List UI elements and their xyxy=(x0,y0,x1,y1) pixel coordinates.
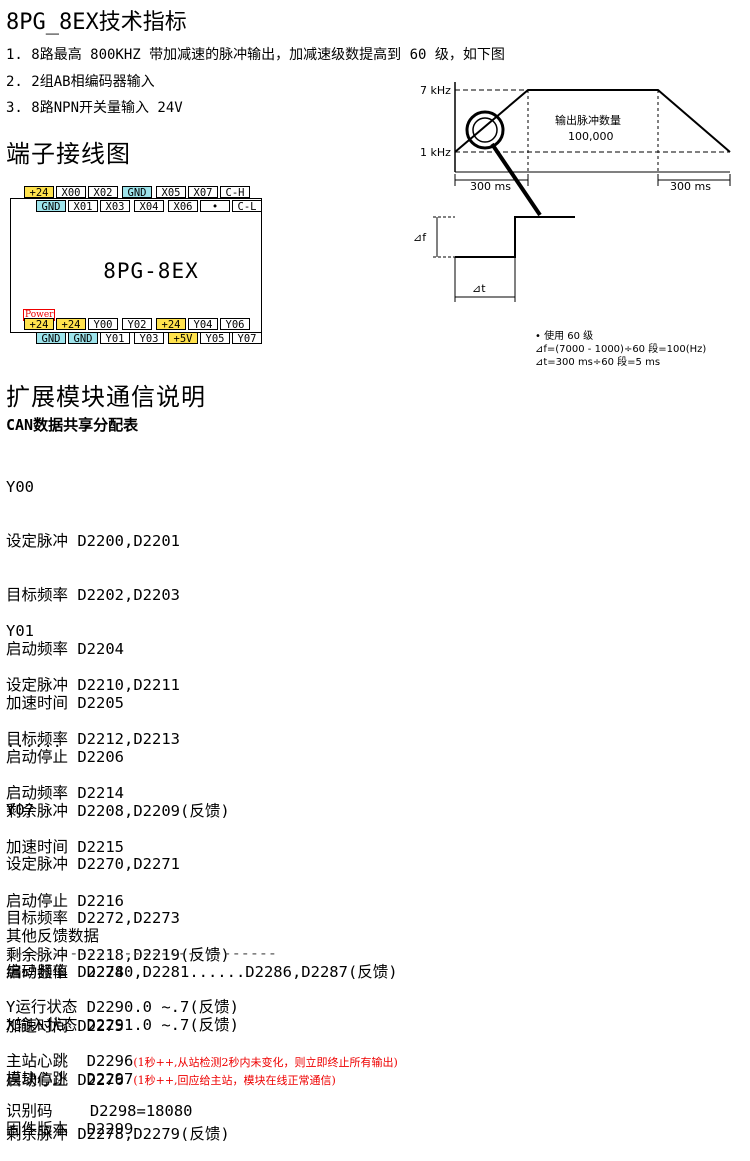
freq-high-label: 7 kHz xyxy=(420,84,451,97)
note-2: ⊿f=(7000 - 1000)÷60 段=100(Hz) xyxy=(535,342,706,355)
module-heartbeat: 模块心跳 D2297(1秒++,回应给主站，模块在线正常通信) xyxy=(6,1070,336,1090)
comm-title: 扩展模块通信说明 xyxy=(6,383,206,411)
terminal-y05: Y05 xyxy=(200,332,230,345)
terminal-y07: Y07 xyxy=(232,332,262,345)
delta-t-label: ⊿t xyxy=(472,282,486,295)
master-heartbeat-note: (1秒++,从站检测2秒内未变化，则立即终止所有输出) xyxy=(133,1056,398,1069)
terminal-x01: X01 xyxy=(68,200,98,213)
terminal-x06: X06 xyxy=(168,200,198,213)
terminal-24: +24 xyxy=(24,318,54,331)
module-name: 8PG-8EX xyxy=(103,259,199,283)
group-y07: Y07 设定脉冲 D2270,D2271 目标频率 D2272,D2273 启动… xyxy=(6,765,230,1161)
terminal-y04: Y04 xyxy=(188,318,218,331)
feature-1: 1. 8路最高 800KHZ 带加减速的脉冲输出，加减速级数提高到 60 级，如… xyxy=(6,47,505,63)
group-name: Y07 xyxy=(6,801,34,819)
group-line: 启动频率 D2274 xyxy=(6,963,124,981)
terminal-gnd: GND xyxy=(122,186,152,199)
group-line: 目标频率 D2212,D2213 xyxy=(6,730,180,748)
group-line: 启动频率 D2204 xyxy=(6,640,124,658)
group-line: 加速时间 D2205 xyxy=(6,694,124,712)
terminal-x07: X07 xyxy=(188,186,218,199)
terminal-cl: C-L xyxy=(232,200,262,213)
group-line: 目标频率 D2202,D2203 xyxy=(6,586,180,604)
accel-time-label: 300 ms xyxy=(470,180,511,193)
note-3: ⊿t=300 ms÷60 段=5 ms xyxy=(535,355,660,368)
terminal-5v: +5V xyxy=(168,332,198,345)
group-y00: Y00 设定脉冲 D2200,D2201 目标频率 D2202,D2203 启动… xyxy=(6,442,230,838)
terminal-24: +24 xyxy=(56,318,86,331)
group-line: 启动停止 D2206 xyxy=(6,748,124,766)
ident-line: 识别码 D2298=18080 xyxy=(6,1102,193,1120)
encoder-line: 编码器值 D2280,D2281......D2286,D2287(反馈) xyxy=(6,963,398,981)
freq-low-label: 1 kHz xyxy=(420,146,451,159)
accel-diagram: 7 kHz 1 kHz 输出脉冲数量 100,000 300 ms 300 ms… xyxy=(413,82,731,368)
group-line: 剩余脉冲 D2278,D2279(反馈) xyxy=(6,1125,230,1143)
terminal-y00: Y00 xyxy=(88,318,118,331)
master-heartbeat-text: 主站心跳 D2296 xyxy=(6,1052,134,1070)
terminal-ch: C-H xyxy=(220,186,250,199)
group-line: 加速时间 D2215 xyxy=(6,838,124,856)
group-line: 启动停止 D2276 xyxy=(6,1071,124,1089)
terminal-gnd: GND xyxy=(36,332,66,345)
group-line: 设定脉冲 D2200,D2201 xyxy=(6,532,180,550)
feature-3: 3. 8路NPN开关量输入 24V xyxy=(6,100,183,116)
other-title: 其他反馈数据 xyxy=(6,927,100,945)
terminal-y02: Y02 xyxy=(122,318,152,331)
group-line: 设定脉冲 D2210,D2211 xyxy=(6,676,180,694)
group-line: 剩余脉冲 D2218,D2219(反馈) xyxy=(6,946,230,964)
master-heartbeat: 主站心跳 D2296(1秒++,从站检测2秒内未变化，则立即终止所有输出) xyxy=(6,1052,398,1072)
group-line: 加速时间 D2275 xyxy=(6,1017,124,1035)
feature-2: 2. 2组AB相编码器输入 xyxy=(6,74,155,90)
terminal-y01: Y01 xyxy=(100,332,130,345)
terminal-24: +24 xyxy=(156,318,186,331)
group-line: 目标频率 D2272,D2273 xyxy=(6,909,180,927)
group-name: Y00 xyxy=(6,478,34,496)
group-line: 启动停止 D2216 xyxy=(6,892,124,910)
y-status-line: Y运行状态 D2290.0 ~.7(反馈) xyxy=(6,998,239,1016)
page-title: 8PG_8EX技术指标 xyxy=(6,10,187,35)
terminal-24: +24 xyxy=(24,186,54,199)
pulse-count-value: 100,000 xyxy=(568,130,614,143)
ellipsis: ...... xyxy=(6,733,62,751)
group-line: 启动频率 D2214 xyxy=(6,784,124,802)
group-line: 剩余脉冲 D2208,D2209(反馈) xyxy=(6,802,230,820)
wiring-title: 端子接线图 xyxy=(6,140,131,168)
terminal-y06: Y06 xyxy=(220,318,250,331)
pulse-count-label: 输出脉冲数量 xyxy=(555,113,621,127)
terminal-x04: X04 xyxy=(134,200,164,213)
terminal-x00: X00 xyxy=(56,186,86,199)
group-line: 设定脉冲 D2270,D2271 xyxy=(6,855,180,873)
terminal-x05: X05 xyxy=(156,186,186,199)
group-name: Y01 xyxy=(6,622,34,640)
note-1: • 使用 60 级 xyxy=(535,329,593,342)
terminal-: • xyxy=(200,200,230,213)
x-status-line: X输入状态 D2291.0 ~.7(反馈) xyxy=(6,1016,239,1034)
module-heartbeat-note: (1秒++,回应给主站，模块在线正常通信) xyxy=(133,1074,336,1087)
module-heartbeat-text: 模块心跳 D2297 xyxy=(6,1070,134,1088)
group-y01: Y01 设定脉冲 D2210,D2211 目标频率 D2212,D2213 启动… xyxy=(6,586,230,982)
terminal-gnd: GND xyxy=(68,332,98,345)
terminal-gnd: GND xyxy=(36,200,66,213)
can-title: CAN数据共享分配表 xyxy=(6,416,139,434)
decel-time-label: 300 ms xyxy=(670,180,711,193)
terminal-x03: X03 xyxy=(100,200,130,213)
terminal-x02: X02 xyxy=(88,186,118,199)
delta-f-label: ⊿f xyxy=(413,231,427,244)
firmware-line: 固件版本 D2299 xyxy=(6,1120,134,1138)
terminal-y03: Y03 xyxy=(134,332,164,345)
divider: ------------------------------ xyxy=(6,944,277,962)
module-terminal-diagram: 8PG-8EX Power xyxy=(10,198,262,333)
